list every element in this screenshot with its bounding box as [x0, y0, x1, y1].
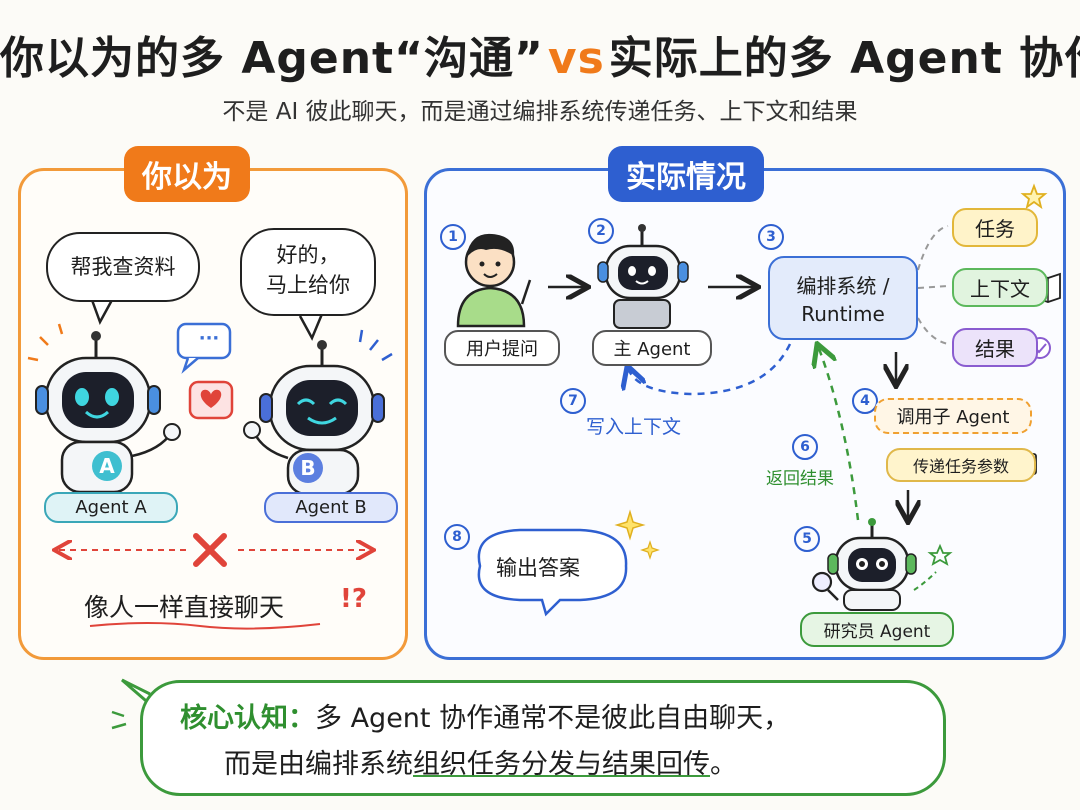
chat-bubble-icon	[176, 322, 232, 374]
core-line2-a: 而是由编排系统	[224, 749, 413, 780]
title-left: 你以为的多 Agent“沟通”	[0, 33, 544, 84]
agent-b-badge: B	[300, 456, 316, 480]
robot-a-icon	[27, 323, 181, 494]
step-2: 2	[588, 218, 614, 244]
bubble-a-tail	[90, 299, 114, 326]
link-task	[917, 225, 949, 271]
main-agent-label: 主 Agent	[592, 330, 712, 366]
runtime-line1: 编排系统 /	[796, 274, 890, 298]
heart-icon	[188, 380, 234, 420]
user-question-label: 用户提问	[444, 330, 560, 366]
user-avatar-icon	[456, 233, 532, 328]
link-context	[917, 285, 949, 289]
left-panel-tag: 你以为	[124, 146, 250, 202]
step-8: 8	[444, 524, 470, 550]
call-sub-agent-box: 调用子 Agent	[874, 398, 1032, 434]
core-line2-b: 组织任务分发与结果回传	[413, 749, 710, 780]
researcher-spark	[913, 571, 937, 591]
chat-dots: ···	[198, 328, 220, 349]
researcher-robot-icon	[811, 518, 917, 611]
bubble-b-line2: 马上给你	[266, 273, 350, 297]
robot-b-icon	[243, 329, 393, 496]
cross-icon	[193, 533, 227, 567]
core-label: 核心认知：	[180, 703, 315, 734]
right-panel-tag: 实际情况	[608, 146, 764, 202]
main-agent-robot-icon	[597, 224, 689, 329]
sparkle-small-icon	[640, 540, 660, 560]
agent-a-badge: A	[99, 454, 115, 478]
core-line-2: 而是由编排系统组织任务分发与结果回传。	[224, 742, 737, 781]
step-6: 6	[792, 434, 818, 460]
return-result-label: 返回结果	[766, 469, 834, 489]
write-context-label: 写入上下文	[586, 416, 682, 438]
title-right: 实际上的多 Agent 协作	[608, 33, 1080, 84]
core-line-1: 核心认知：多 Agent 协作通常不是彼此自由聊天，	[180, 696, 790, 735]
left-caption-mark: !?	[340, 584, 367, 614]
pass-params-box: 传递任务参数	[886, 448, 1036, 482]
arrow-write-context	[628, 343, 792, 396]
task-chip: 任务	[952, 208, 1038, 247]
star-icon	[1020, 183, 1048, 210]
caption-underline	[89, 622, 321, 630]
output-answer-label: 输出答案	[496, 556, 580, 580]
bubble-a: 帮我查资料	[46, 232, 200, 302]
sparkle-icon	[614, 509, 646, 541]
star-outline-icon	[927, 543, 953, 566]
core-message-box	[140, 680, 946, 796]
core-line1-text: 多 Agent 协作通常不是彼此自由聊天，	[315, 703, 791, 734]
bubble-a-text: 帮我查资料	[70, 255, 176, 279]
context-chip: 上下文	[952, 268, 1048, 307]
bubble-b-tail	[298, 313, 324, 341]
agent-a-label: Agent A	[44, 492, 178, 523]
core-line2-c: 。	[710, 749, 737, 780]
output-bubble-shape	[477, 528, 628, 617]
link-result	[917, 317, 949, 345]
runtime-line2: Runtime	[801, 302, 885, 326]
left-caption: 像人一样直接聊天	[84, 593, 285, 622]
core-spark	[111, 710, 127, 730]
step-5: 5	[794, 526, 820, 552]
step-4: 4	[852, 388, 878, 414]
subtitle: 不是 AI 彼此聊天，而是通过编排系统传递任务、上下文和结果	[222, 99, 858, 125]
arrow-return-result	[818, 346, 860, 521]
researcher-agent-label: 研究员 Agent	[800, 612, 954, 647]
step-1: 1	[440, 224, 466, 250]
bubble-b-line1: 好的，	[276, 243, 340, 267]
step-3: 3	[758, 224, 784, 250]
agent-b-label: Agent B	[264, 492, 398, 523]
page-title: 你以为的多 Agent“沟通”vs实际上的多 Agent 协作	[0, 22, 1080, 86]
step-7: 7	[560, 388, 586, 414]
result-chip: 结果	[952, 328, 1038, 367]
title-vs: vs	[547, 33, 605, 84]
runtime-box: 编排系统 / Runtime	[768, 256, 918, 340]
bubble-b: 好的， 马上给你	[240, 228, 376, 316]
